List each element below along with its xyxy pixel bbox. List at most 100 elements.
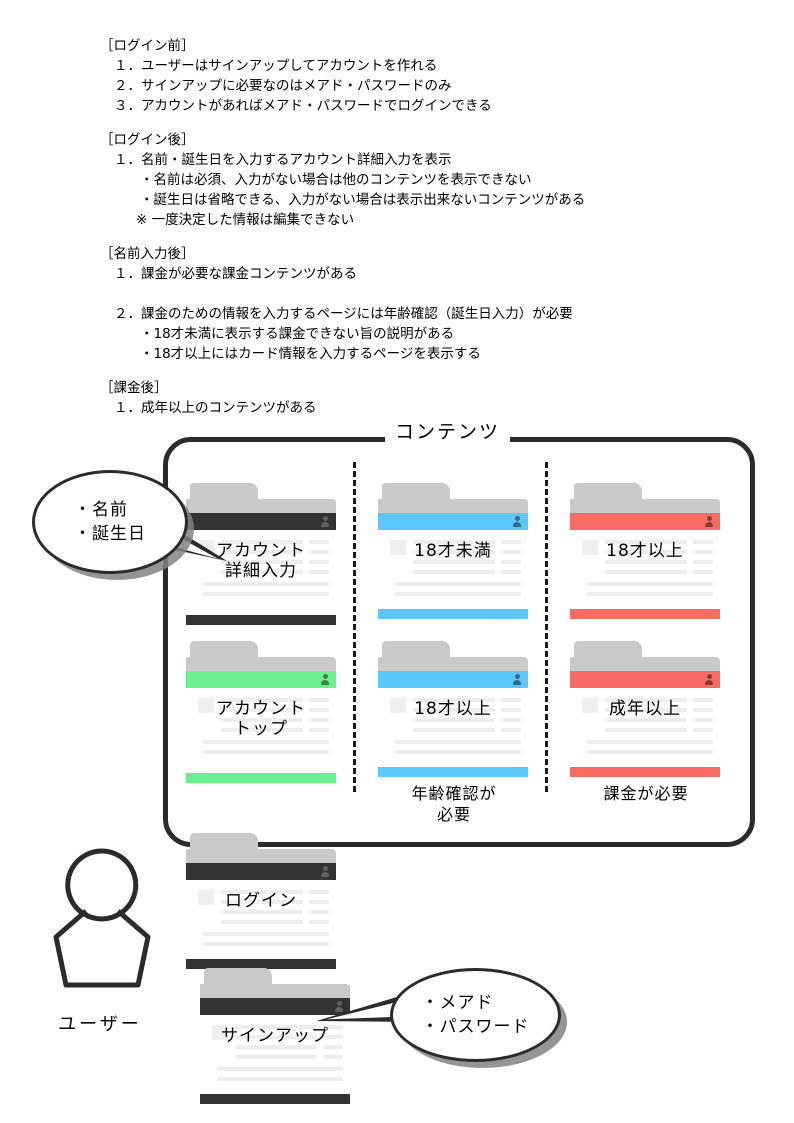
- person-icon: [321, 866, 329, 877]
- folder-tab-bar: [378, 499, 528, 513]
- spec-section-gap: [100, 116, 740, 130]
- card-label: アカウント トップ: [216, 699, 306, 739]
- window-body: アカウント 詳細入力: [191, 530, 331, 615]
- window-footer: [186, 773, 336, 783]
- placeholder-skeleton: [575, 688, 715, 767]
- window-body: 18才未満: [383, 530, 523, 609]
- card-adult-only[interactable]: 成年以上: [570, 641, 720, 777]
- window-body: サインアップ: [205, 1015, 345, 1094]
- spec-section-gap: [100, 364, 740, 378]
- card-under-18[interactable]: 18才未満: [378, 483, 528, 619]
- speech-bubble-profile: ・名前 ・誕生日: [32, 470, 233, 574]
- folder-tab-icon: [190, 641, 258, 657]
- spec-line: １．課金が必要な課金コンテンツがある: [114, 266, 357, 282]
- window-footer: [186, 615, 336, 625]
- column-divider-1: [353, 462, 356, 792]
- speech-bubble-credentials: ・メアド ・パスワード: [314, 968, 561, 1062]
- card-account-top[interactable]: アカウント トップ: [186, 641, 336, 783]
- window-footer: [200, 1094, 350, 1104]
- folder-tab-bar: [200, 984, 350, 998]
- folder-tab-icon: [190, 483, 258, 499]
- person-icon: [705, 674, 713, 685]
- window-body: アカウント トップ: [191, 688, 331, 773]
- folder-tab-bar: [186, 849, 336, 863]
- card-label: 成年以上: [609, 699, 681, 719]
- card-label: サインアップ: [221, 1026, 329, 1046]
- spec-section-heading: ［ログイン後］: [100, 132, 195, 148]
- user-actor-label: ユーザー: [58, 1014, 142, 1035]
- caption-payment-required: 課金が必要: [603, 784, 689, 803]
- spec-line: １．ユーザーはサインアップしてアカウントを作れる: [114, 58, 438, 74]
- spec-line: ・名前は必須、入力がない場合は他のコンテンツを表示できない: [140, 172, 532, 188]
- person-icon: [335, 1001, 343, 1012]
- spec-line: ２．課金のための情報を入力するページには年齢確認（誕生日入力）が必要: [114, 306, 573, 322]
- specification-text: ［ログイン前］ １．ユーザーはサインアップしてアカウントを作れる ２．サインアップに…: [100, 36, 740, 418]
- folder-tab-bar: [378, 657, 528, 671]
- placeholder-skeleton: [191, 880, 331, 959]
- window-body: ログイン: [191, 880, 331, 959]
- spec-line: ・18才未満に表示する課金できない旨の説明がある: [140, 326, 455, 342]
- card-over-18-lower[interactable]: 18才以上: [378, 641, 528, 777]
- spec-line: ・18才以上にはカード情報を入力するページを表示する: [140, 346, 481, 362]
- bubble-text: ・名前 ・誕生日: [74, 500, 146, 544]
- card-signup[interactable]: サインアップ: [200, 968, 350, 1104]
- window-titlebar: [570, 671, 720, 688]
- spec-line: [100, 284, 740, 304]
- window-titlebar: [186, 863, 336, 880]
- window-footer: [378, 767, 528, 777]
- person-icon: [513, 674, 521, 685]
- window-titlebar: [378, 671, 528, 688]
- window-titlebar: [200, 998, 350, 1015]
- folder-tab-bar: [186, 499, 336, 513]
- spec-section-heading: ［名前入力後］: [100, 246, 195, 262]
- card-label: 18才未満: [414, 541, 492, 561]
- window-body: 18才以上: [575, 530, 715, 609]
- card-label: 18才以上: [414, 699, 492, 719]
- user-actor-icon: [42, 845, 162, 999]
- spec-line: ※ 一度決定した情報は編集できない: [136, 212, 355, 228]
- person-icon: [705, 516, 713, 527]
- folder-tab-bar: [570, 657, 720, 671]
- person-icon: [321, 674, 329, 685]
- placeholder-skeleton: [575, 530, 715, 609]
- bubble-body: ・メアド ・パスワード: [390, 968, 561, 1062]
- window-body: 18才以上: [383, 688, 523, 767]
- placeholder-skeleton: [191, 688, 331, 773]
- window-body: 成年以上: [575, 688, 715, 767]
- content-container-title: コンテンツ: [385, 420, 511, 444]
- spec-section-gap: [100, 230, 740, 244]
- window-footer: [570, 767, 720, 777]
- folder-tab-bar: [570, 499, 720, 513]
- spec-line: ２．サインアップに必要なのはメアド・パスワードのみ: [114, 78, 452, 94]
- folder-tab-icon: [382, 483, 450, 499]
- spec-line: １．名前・誕生日を入力するアカウント詳細入力を表示: [114, 152, 452, 168]
- window-titlebar: [378, 513, 528, 530]
- card-label: 18才以上: [606, 541, 684, 561]
- folder-tab-icon: [190, 833, 258, 849]
- card-account-detail[interactable]: アカウント 詳細入力: [186, 483, 336, 625]
- placeholder-skeleton: [205, 1015, 345, 1094]
- window-titlebar: [570, 513, 720, 530]
- window-titlebar: [186, 671, 336, 688]
- card-label: アカウント 詳細入力: [216, 541, 306, 581]
- card-label: ログイン: [225, 891, 297, 911]
- window-footer: [570, 609, 720, 619]
- person-icon: [513, 516, 521, 527]
- folder-tab-bar: [186, 657, 336, 671]
- spec-line: １．成年以上のコンテンツがある: [114, 400, 317, 416]
- placeholder-skeleton: [383, 688, 523, 767]
- spec-line: ３．アカウントがあればメアド・パスワードでログインできる: [114, 98, 492, 114]
- folder-tab-icon: [574, 483, 642, 499]
- window-footer: [186, 959, 336, 969]
- window-titlebar: [186, 513, 336, 530]
- folder-tab-icon: [574, 641, 642, 657]
- card-login[interactable]: ログイン: [186, 833, 336, 969]
- spec-section-heading: ［ログイン前］: [100, 38, 195, 54]
- bubble-text: ・メアド ・パスワード: [421, 993, 530, 1037]
- caption-age-verification: 年齢確認が 必要: [411, 784, 497, 824]
- spec-section-heading: ［課金後］: [100, 380, 168, 396]
- person-icon: [321, 516, 329, 527]
- folder-tab-icon: [204, 968, 272, 984]
- card-over-18-upper[interactable]: 18才以上: [570, 483, 720, 619]
- column-divider-2: [545, 462, 548, 792]
